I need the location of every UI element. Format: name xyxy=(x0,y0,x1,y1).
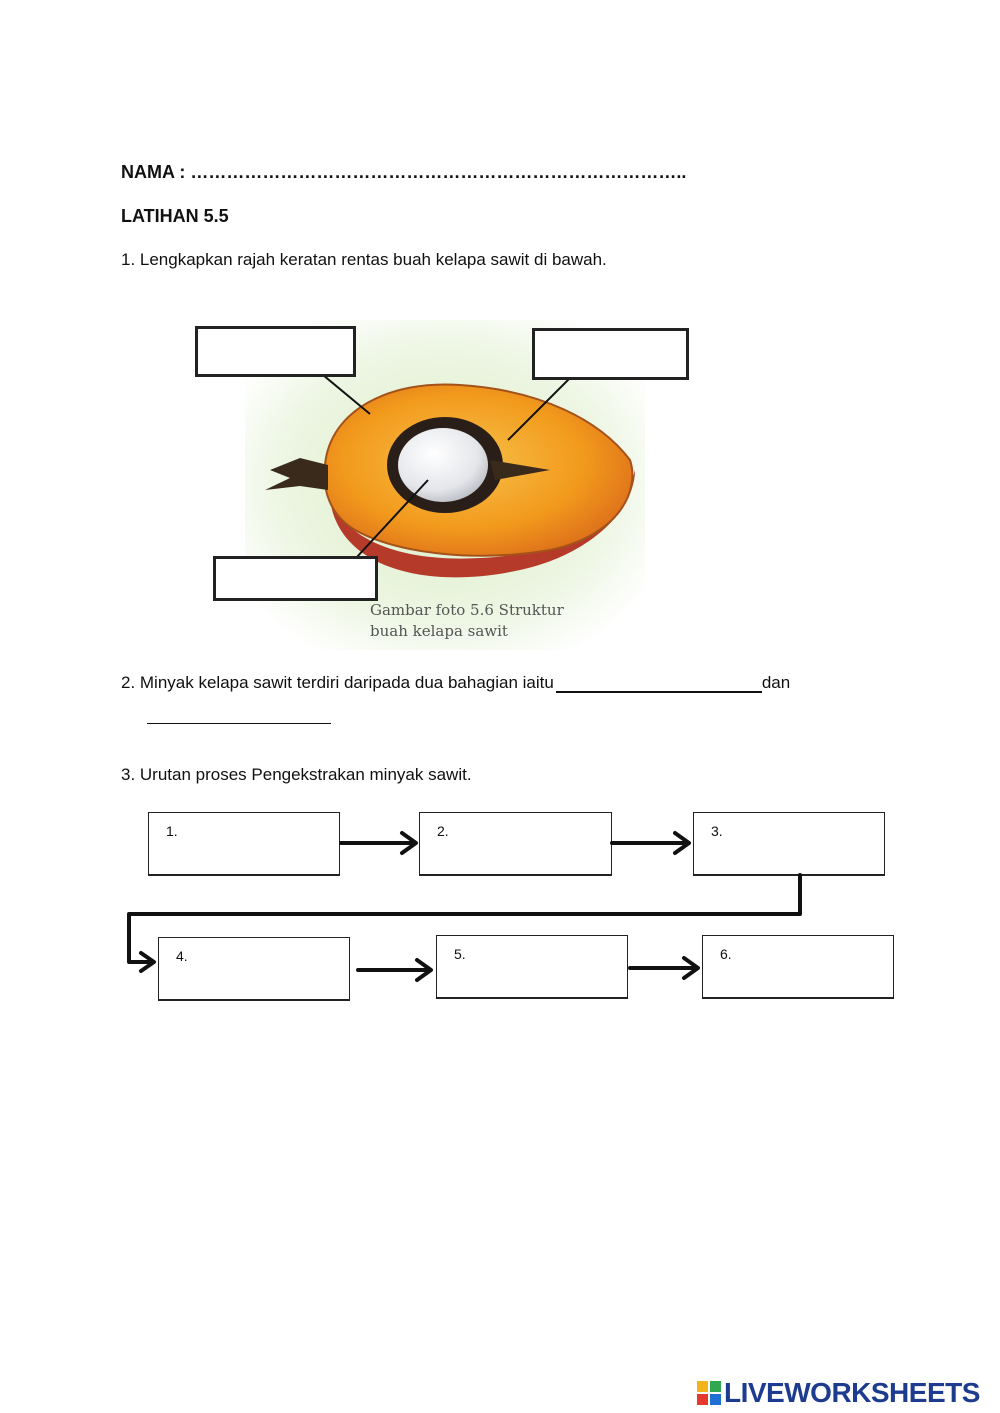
figure-caption-line-1: Gambar foto 5.6 Struktur xyxy=(370,601,564,619)
question-1-text: 1. Lengkapkan rajah keratan rentas buah … xyxy=(121,250,607,269)
label-box-top-left[interactable] xyxy=(195,326,356,377)
arrow-5-to-6 xyxy=(628,956,700,980)
answer-blank-1[interactable] xyxy=(555,673,762,693)
fruit-skin-shape xyxy=(330,470,635,578)
step-number: 4. xyxy=(176,948,188,964)
process-step-box-5[interactable]: 5. xyxy=(436,935,628,999)
fruit-kernel-shape xyxy=(398,428,488,502)
liveworksheets-logo: LIVEWORKSHEETS xyxy=(697,1377,980,1409)
liveworksheets-logo-icon xyxy=(697,1381,721,1405)
process-step-box-3[interactable]: 3. xyxy=(693,812,885,876)
process-step-box-6[interactable]: 6. xyxy=(702,935,894,999)
label-box-bottom[interactable] xyxy=(213,556,378,601)
process-step-box-2[interactable]: 2. xyxy=(419,812,612,876)
step-number: 2. xyxy=(437,823,449,839)
process-step-box-1[interactable]: 1. xyxy=(148,812,340,876)
exercise-title: LATIHAN 5.5 xyxy=(121,206,229,226)
figure-caption-line-2: buah kelapa sawit xyxy=(370,622,508,640)
fruit-stalk-shape xyxy=(265,458,328,490)
question-3-text: 3. Urutan proses Pengekstrakan minyak sa… xyxy=(121,765,472,784)
arrow-1-to-2 xyxy=(339,831,418,855)
step-number: 5. xyxy=(454,946,466,962)
liveworksheets-logo-text: LIVEWORKSHEETS xyxy=(724,1377,980,1408)
name-field-label: NAMA : ……………………………………………………………………….. xyxy=(121,162,687,182)
pointer-line-top-right xyxy=(507,377,571,441)
step-number: 1. xyxy=(166,823,178,839)
answer-blank-2[interactable] xyxy=(147,723,331,724)
question-2-text: 2. Minyak kelapa sawit terdiri daripada … xyxy=(121,673,554,692)
step-number: 3. xyxy=(711,823,723,839)
shell-tip-shape xyxy=(490,460,550,480)
figure-caption: Gambar foto 5.6 Struktur buah kelapa saw… xyxy=(370,600,564,642)
question-2-line: 2. Minyak kelapa sawit terdiri daripada … xyxy=(121,673,790,693)
arrow-4-to-5 xyxy=(356,958,433,982)
pointer-line-top-left xyxy=(322,374,371,415)
step-number: 6. xyxy=(720,946,732,962)
arrow-2-to-3 xyxy=(610,831,691,855)
question-2-connector: dan xyxy=(761,673,791,692)
process-step-box-4[interactable]: 4. xyxy=(158,937,350,1001)
pointer-line-bottom xyxy=(355,479,429,559)
label-box-top-right[interactable] xyxy=(532,328,689,380)
